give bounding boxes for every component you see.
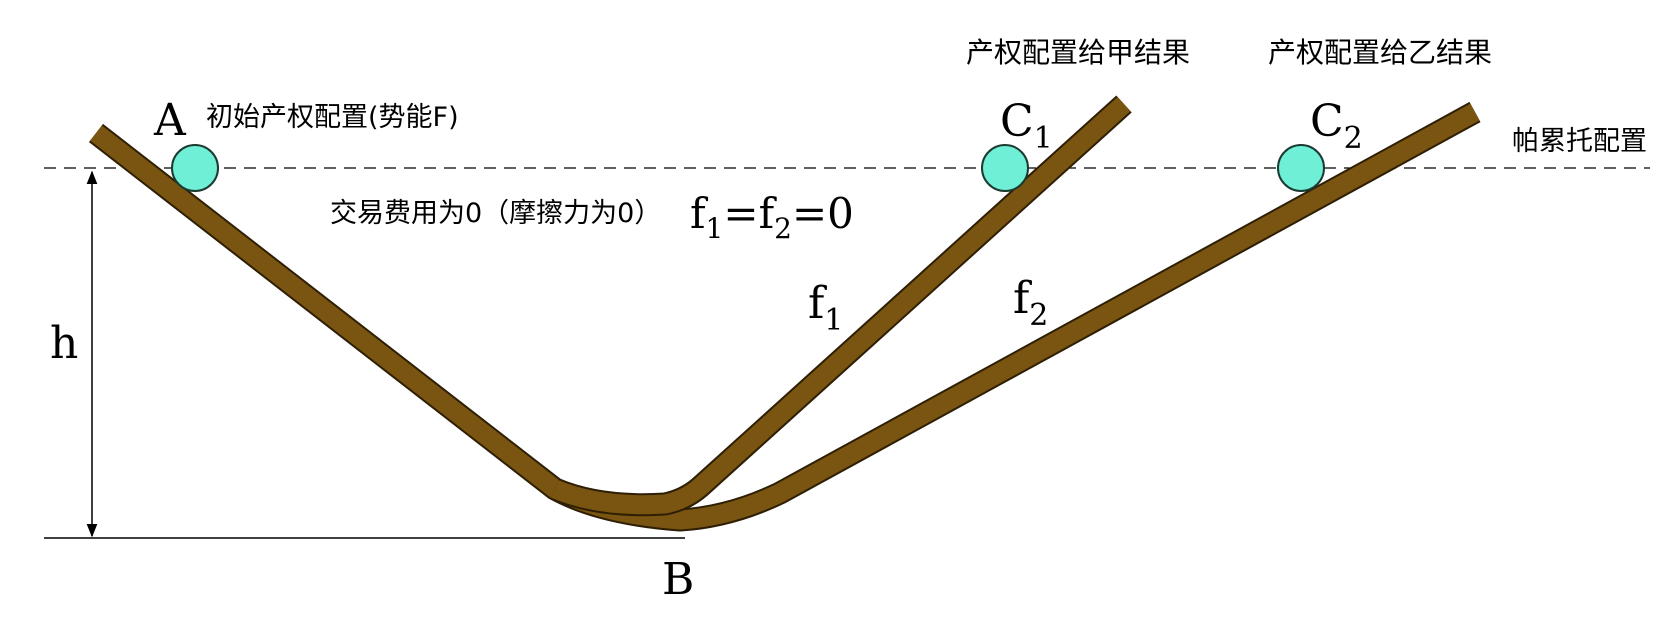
ball-c1 (981, 144, 1029, 192)
track-f2 (88, 101, 1481, 532)
zero-friction-equation: f1=f2=0 (690, 189, 854, 245)
ball-a (171, 144, 219, 192)
label-f2: f2 (1013, 273, 1048, 333)
label-c2: C2 (1310, 96, 1363, 156)
annotation-initial-allocation: 初始产权配置(势能F) (206, 102, 459, 133)
annotation-pareto: 帕累托配置 (1512, 126, 1647, 157)
label-f1: f1 (808, 278, 843, 338)
ball-c2 (1277, 144, 1325, 192)
annotation-result-yi: 产权配置给乙结果 (1268, 36, 1492, 69)
annotation-zero-cost: 交易费用为0（摩擦力为0） (330, 198, 661, 229)
label-h: h (50, 318, 78, 369)
label-b: B (662, 554, 694, 605)
annotation-result-jia: 产权配置给甲结果 (966, 36, 1190, 69)
label-c1: C1 (1000, 96, 1053, 156)
label-a: A (153, 95, 187, 146)
